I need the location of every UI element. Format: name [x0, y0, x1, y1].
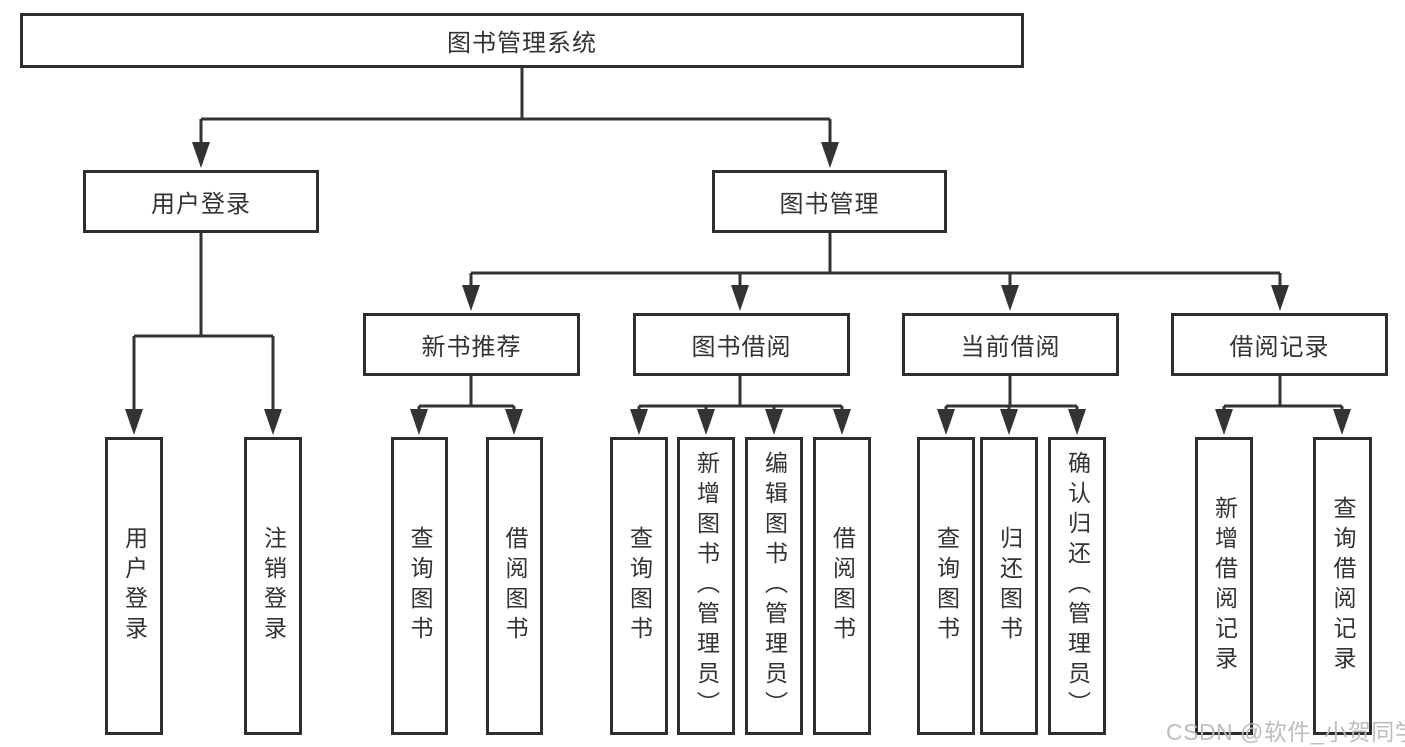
- node-label: 新增借阅记录: [1211, 496, 1238, 676]
- node-label: 新增图书（管理员）: [693, 451, 720, 721]
- leaf-logout-login: 注销登录: [244, 437, 302, 735]
- node-label: 确认归还（管理员）: [1064, 451, 1091, 721]
- arrowheads: [125, 142, 1351, 435]
- node-label: 借阅记录: [1229, 334, 1330, 361]
- node-borrowing-records: 借阅记录: [1171, 313, 1388, 376]
- node-user-login: 用户登录: [83, 170, 319, 233]
- node-label: 用户登录: [121, 526, 148, 646]
- node-new-book-recommendation: 新书推荐: [363, 313, 580, 376]
- node-label: 查询图书: [626, 526, 653, 646]
- node-label: 图书管理: [779, 191, 880, 218]
- leaf-borrow-books: 借阅图书: [813, 437, 871, 735]
- leaf-query-books-borrowing: 查询图书: [610, 437, 668, 735]
- node-book-borrowing: 图书借阅: [633, 313, 850, 376]
- node-label: 新书推荐: [421, 334, 522, 361]
- leaf-confirm-return-admin: 确认归还（管理员）: [1048, 437, 1106, 735]
- csdn-watermark: CSDN @软件_小贺同学: [1166, 719, 1405, 745]
- node-label: 用户登录: [151, 191, 251, 218]
- node-library-management-system: 图书管理系统: [20, 13, 1024, 68]
- leaf-return-books: 归还图书: [980, 437, 1038, 735]
- leaf-user-login: 用户登录: [105, 437, 163, 735]
- leaf-edit-books-admin: 编辑图书（管理员）: [745, 437, 803, 735]
- leaf-query-borrow-record: 查询借阅记录: [1313, 437, 1372, 735]
- leaf-query-books-current: 查询图书: [917, 437, 975, 735]
- node-label: 归还图书: [996, 526, 1023, 646]
- node-label: 图书管理系统: [447, 30, 597, 57]
- node-label: 借阅图书: [502, 526, 528, 646]
- node-label: 当前借阅: [960, 334, 1061, 361]
- node-label: 编辑图书（管理员）: [761, 451, 788, 721]
- leaf-add-borrow-record: 新增借阅记录: [1195, 437, 1253, 735]
- node-label: 注销登录: [260, 526, 287, 646]
- leaf-add-books-admin: 新增图书（管理员）: [677, 437, 735, 735]
- node-label: 图书借阅: [691, 334, 792, 361]
- leaf-borrow-books-recommend: 借阅图书: [486, 437, 543, 735]
- node-label: 查询图书: [933, 526, 960, 646]
- node-label: 查询图书: [407, 526, 433, 646]
- node-current-borrowing: 当前借阅: [902, 313, 1119, 376]
- leaf-query-books-recommend: 查询图书: [391, 437, 448, 735]
- node-label: 借阅图书: [829, 526, 856, 646]
- node-label: 查询借阅记录: [1330, 496, 1356, 676]
- node-book-management: 图书管理: [712, 170, 947, 233]
